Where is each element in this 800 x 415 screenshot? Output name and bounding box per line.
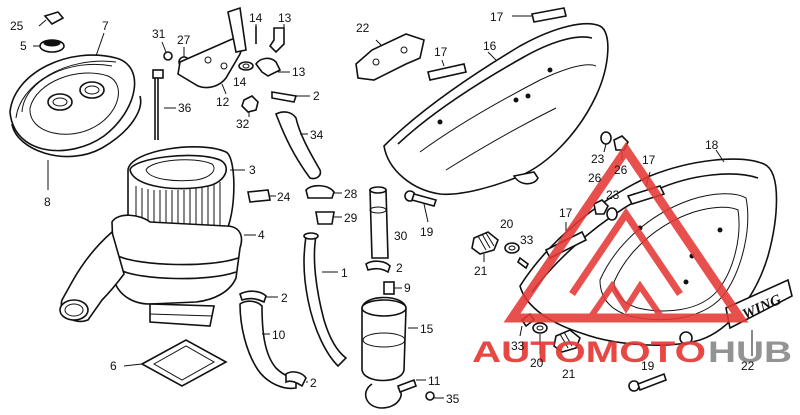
canister-part-15 — [361, 296, 418, 382]
callout-11: 11 — [428, 374, 441, 388]
clamp-part-2b — [365, 260, 391, 274]
callout-18: 18 — [705, 138, 719, 152]
clamp-part-2d — [285, 371, 308, 388]
callout-16: 16 — [483, 39, 497, 53]
callout-19b: 19 — [641, 359, 655, 373]
callout-8: 8 — [44, 195, 51, 209]
clamp-part-2c — [239, 290, 278, 304]
callout-13a: 13 — [278, 11, 292, 25]
watermark-text-hub: HUB — [708, 336, 792, 369]
callout-31: 31 — [152, 27, 166, 41]
callout-33a: 33 — [520, 233, 534, 247]
callout-15: 15 — [420, 322, 434, 336]
air-cleaner-case-part-4 — [59, 214, 256, 327]
callout-28: 28 — [344, 187, 358, 201]
callout-6: 6 — [110, 359, 117, 373]
screw-part-35 — [425, 391, 444, 401]
nut-part-32 — [241, 95, 259, 117]
callout-labels: 25 5 7 8 31 27 36 3 4 24 6 14 13 14 13 1… — [10, 10, 755, 406]
clip-part-28 — [305, 184, 342, 199]
callout-22b: 22 — [741, 359, 755, 373]
callout-1: 1 — [341, 266, 348, 280]
label-part-24 — [247, 189, 276, 203]
fitting-part-9 — [383, 281, 402, 295]
callout-26b: 26 — [588, 171, 602, 185]
washer-part-20b — [532, 322, 548, 354]
callout-23b: 23 — [606, 188, 620, 202]
spring-grommet-part-21b — [553, 329, 581, 353]
callout-29: 29 — [344, 211, 358, 225]
stud-part-36 — [152, 69, 176, 140]
pin-part-33a — [516, 256, 530, 270]
callout-14a: 14 — [249, 11, 263, 25]
grommet-part-23b — [606, 207, 618, 221]
grommet-part-23a — [600, 131, 612, 153]
callout-5: 5 — [20, 39, 27, 53]
strap-part-11 — [364, 378, 426, 409]
callout-26a: 26 — [614, 163, 628, 177]
callout-13b: 13 — [292, 65, 306, 79]
spring-grommet-part-21a — [471, 231, 499, 262]
callout-17b: 17 — [434, 45, 448, 59]
plug-part-29 — [315, 211, 342, 225]
callout-30: 30 — [394, 229, 408, 243]
callout-2d: 2 — [310, 376, 317, 390]
callout-19a: 19 — [420, 225, 434, 239]
bolt-part-31 — [161, 41, 173, 61]
nut-part-26b — [593, 199, 609, 215]
breather-cover-part-12 — [177, 6, 247, 95]
callout-27: 27 — [177, 33, 191, 47]
screw-part-19b — [628, 372, 668, 392]
drain-tube-part-30 — [369, 186, 389, 259]
breather-tube-part-34 — [274, 111, 322, 180]
bracket-part-22 — [355, 33, 425, 81]
callout-4: 4 — [258, 228, 265, 242]
callout-14b: 14 — [233, 75, 247, 89]
tube-part-1 — [303, 232, 348, 368]
callout-20a: 20 — [500, 217, 514, 231]
callout-17d: 17 — [559, 206, 573, 220]
callout-25: 25 — [10, 19, 24, 33]
callout-32: 32 — [236, 117, 250, 131]
callout-3: 3 — [249, 163, 256, 177]
grommet-part-5 — [33, 39, 65, 53]
clip-part-2a — [271, 91, 310, 103]
clip-part-25 — [38, 11, 65, 27]
callout-7: 7 — [102, 19, 109, 33]
gasket-part-6 — [123, 339, 228, 387]
washer-part-20a — [504, 242, 520, 254]
callout-35: 35 — [446, 392, 460, 406]
callout-2a: 2 — [313, 89, 320, 103]
callout-2c: 2 — [281, 291, 288, 305]
callout-2b: 2 — [396, 261, 403, 275]
washer-part-14b — [238, 61, 254, 71]
callout-36: 36 — [178, 101, 192, 115]
strip-part-17a — [512, 7, 567, 23]
callout-24: 24 — [277, 190, 291, 204]
callout-9: 9 — [404, 281, 411, 295]
callout-12: 12 — [216, 95, 230, 109]
watermark-text-automoto: AUTOMOTO — [472, 336, 706, 369]
callout-20b: 20 — [530, 356, 544, 370]
callout-10: 10 — [272, 328, 286, 342]
side-cover-left-part-16 — [383, 23, 609, 196]
strip-part-17b — [427, 59, 467, 81]
callout-33b: 33 — [511, 339, 525, 353]
callout-21b: 21 — [562, 367, 576, 381]
callout-21a: 21 — [474, 264, 488, 278]
callout-34: 34 — [310, 128, 324, 142]
joint-part-13a — [268, 24, 285, 54]
elbow-part-13b — [255, 57, 290, 77]
callout-17c: 17 — [642, 153, 656, 167]
callout-22a: 22 — [356, 21, 370, 35]
screw-part-19a — [404, 190, 438, 223]
air-cleaner-cover-part-7 — [9, 32, 142, 158]
watermark-logo — [503, 141, 749, 323]
callout-17a: 17 — [490, 10, 504, 24]
callout-23a: 23 — [591, 152, 605, 166]
